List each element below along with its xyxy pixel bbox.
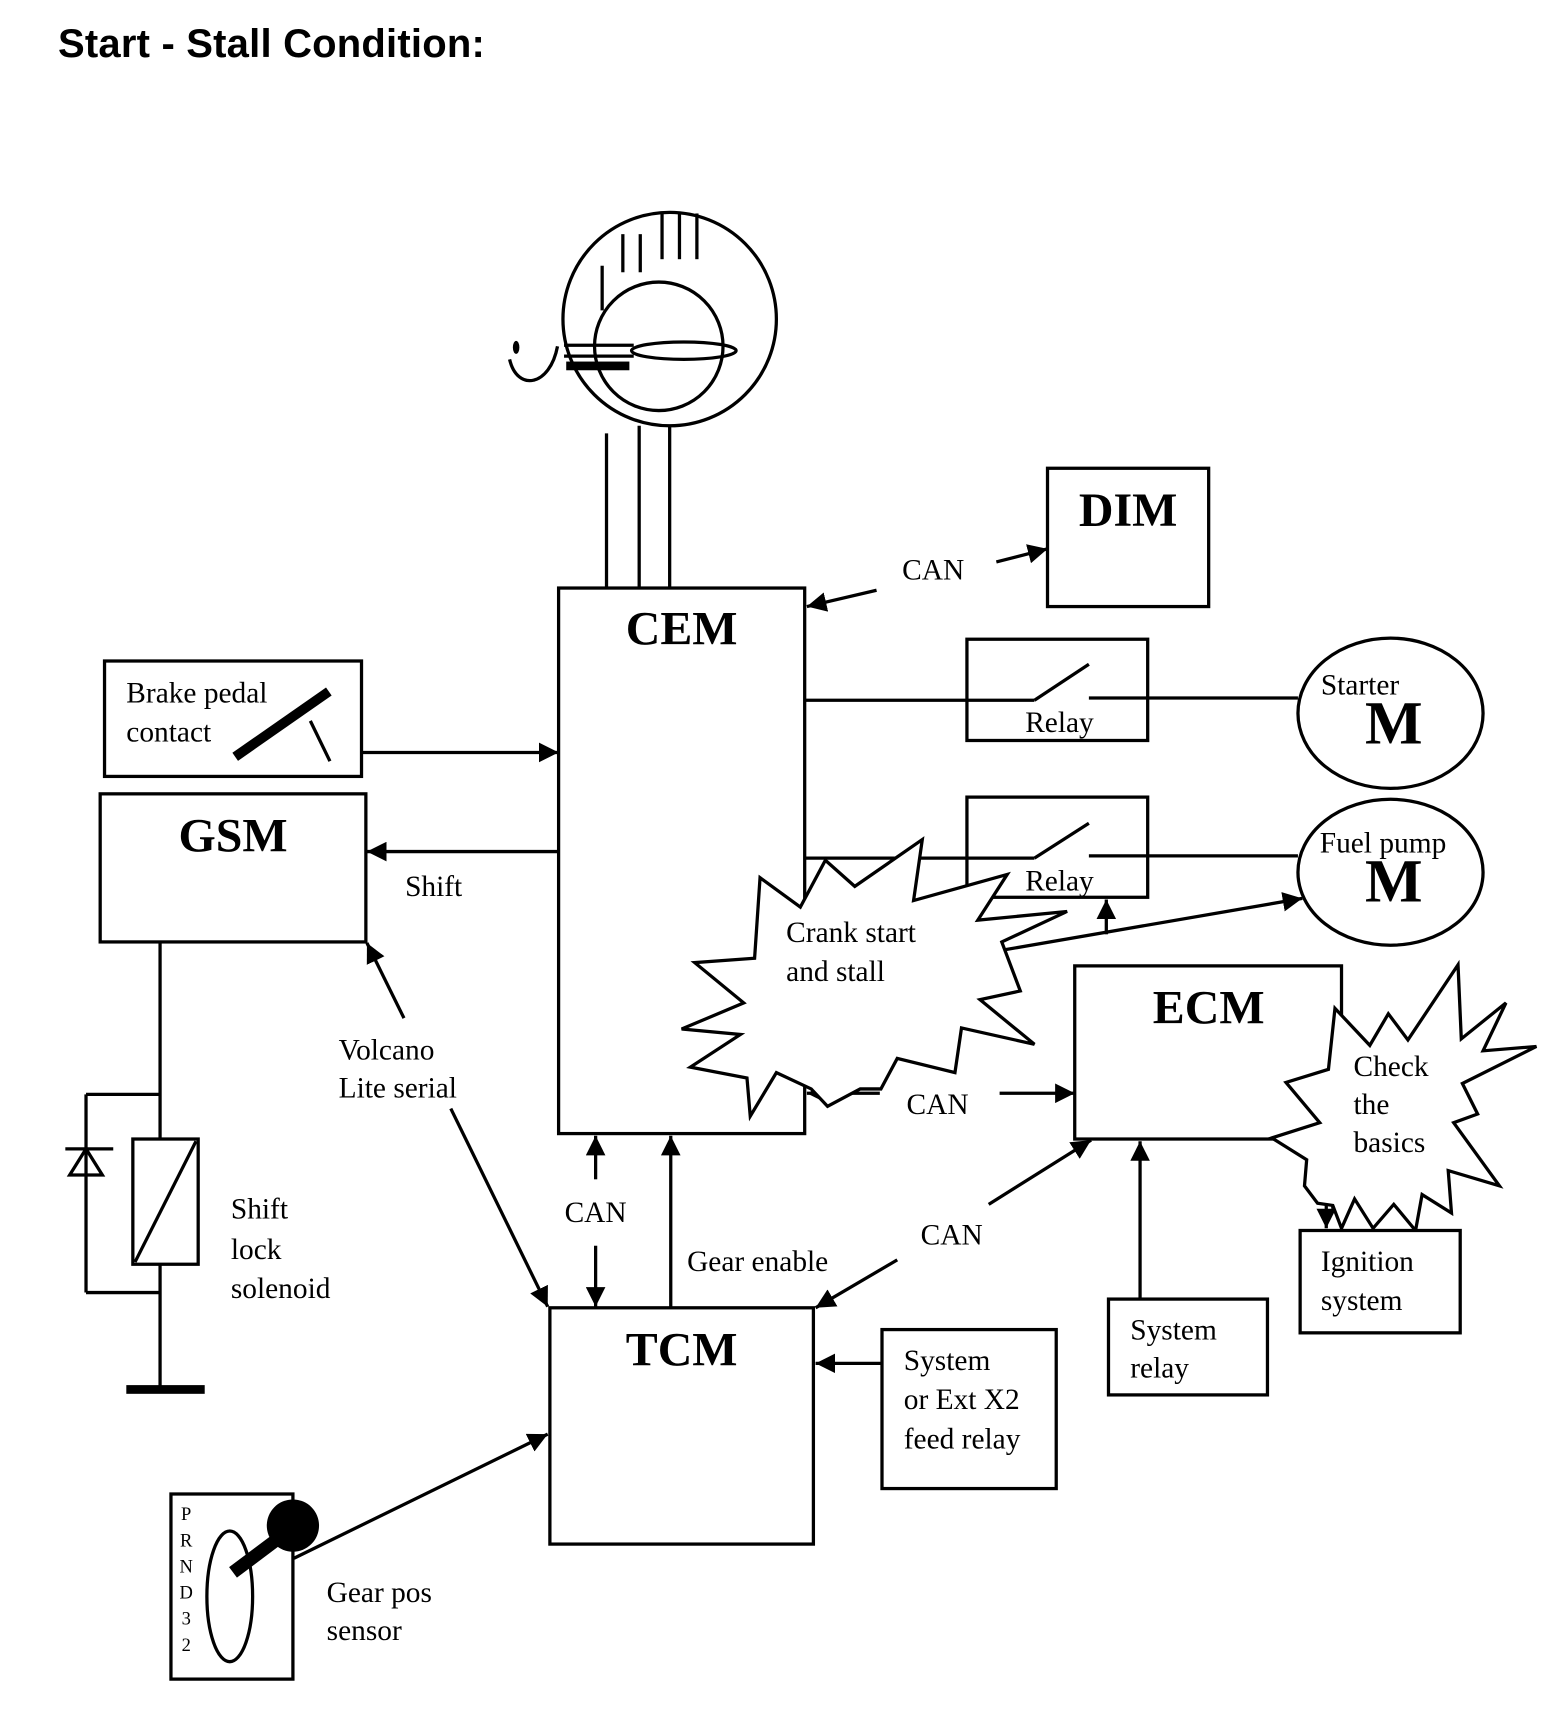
can-label-dim: CAN: [902, 554, 964, 586]
gear-3: 3: [182, 1610, 191, 1630]
volcano-arrow-tcm: [449, 1107, 550, 1308]
shift-label: Shift: [405, 871, 462, 903]
ecm-module: ECM: [1073, 964, 1344, 1141]
shift-lock-label-3: solenoid: [231, 1273, 331, 1305]
gear-d: D: [180, 1584, 193, 1604]
gsm-module: GSM: [98, 792, 368, 944]
motor-symbol: M: [1365, 691, 1423, 758]
crank-start-label-1: Crank start: [786, 917, 916, 949]
gear-n: N: [180, 1557, 193, 1577]
ecm-label: ECM: [1153, 982, 1265, 1035]
brake-pedal-label-1: Brake pedal: [126, 677, 267, 709]
system-relay-label-1: System: [1130, 1314, 1217, 1346]
volcano-label-2: Lite serial: [339, 1073, 457, 1105]
gear-r: R: [180, 1531, 193, 1551]
shift-lock-label-2: lock: [231, 1234, 282, 1266]
brake-pedal-contact: Brake pedal contact: [102, 659, 364, 779]
check-basics-callout: Check the basics: [1267, 959, 1538, 1235]
can-arrow-ecm-diag: [987, 1138, 1092, 1206]
ext-x2-label-2: or Ext X2: [904, 1384, 1020, 1416]
fuel-pump-label: Fuel pump: [1320, 828, 1447, 860]
crank-start-callout: Crank start and stall: [681, 836, 1068, 1122]
shift-lock-solenoid-circuit: Shift lock solenoid: [65, 941, 331, 1394]
can-label-tcm: CAN: [565, 1197, 627, 1229]
ground-icon: [126, 1385, 205, 1394]
tcm-module: TCM: [548, 1306, 816, 1546]
volcano-arrow-gsm: [365, 942, 406, 1019]
starter-relay: Relay: [804, 637, 1298, 743]
gear-enable-label: Gear enable: [687, 1246, 828, 1278]
gear-p: P: [181, 1505, 191, 1525]
starter-label: Starter: [1321, 670, 1400, 702]
dim-module: DIM: [1045, 466, 1211, 609]
fuel-pump-arrow: [999, 892, 1303, 953]
gsm-label: GSM: [178, 810, 287, 863]
gear-2: 2: [182, 1636, 191, 1656]
check-basics-label-1: Check: [1353, 1051, 1428, 1083]
tcm-label: TCM: [626, 1324, 738, 1377]
crank-start-label-2: and stall: [786, 956, 885, 988]
gear-pos-label-2: sensor: [327, 1615, 402, 1647]
dim-label: DIM: [1079, 484, 1177, 537]
system-relay-label-2: relay: [1130, 1352, 1189, 1384]
can-arrow-cem: [806, 588, 877, 612]
cem-label: CEM: [626, 603, 738, 656]
shift-lock-label-1: Shift: [231, 1194, 288, 1226]
can-arrow-dim: [995, 544, 1048, 564]
check-basics-label-2: the: [1353, 1089, 1389, 1121]
brake-pedal-label-2: contact: [126, 717, 211, 749]
gear-pos-sensor: P R N D 3 2 Gear pos sensor: [169, 1492, 432, 1681]
gear-selector-lever-icon: [205, 1499, 320, 1664]
gear-pos-label-1: Gear pos: [327, 1577, 432, 1609]
diode-icon: [65, 1145, 114, 1177]
relay-label: Relay: [1025, 866, 1094, 898]
ignition-label-1: Ignition: [1321, 1246, 1414, 1278]
relay-label: Relay: [1025, 707, 1094, 739]
system-relay: System relay: [1106, 1297, 1270, 1397]
can-arrow-tcm-diag: [814, 1258, 899, 1310]
ignition-switch-key-icon: [508, 210, 779, 428]
can-label-ecm: CAN: [907, 1089, 969, 1121]
ext-x2-label-3: feed relay: [904, 1423, 1021, 1455]
gear-pos-arrow: [293, 1432, 549, 1560]
motor-symbol: M: [1365, 849, 1423, 916]
fuel-pump-motor: Fuel pump M: [1296, 797, 1485, 947]
system-ext-x2-relay: System or Ext X2 feed relay: [880, 1327, 1058, 1491]
ignition-label-2: system: [1321, 1285, 1403, 1317]
starter-motor: Starter M: [1296, 636, 1485, 791]
volcano-label-1: Volcano: [339, 1035, 435, 1067]
can-label-ecm-tcm: CAN: [921, 1220, 983, 1252]
check-basics-label-3: basics: [1353, 1127, 1425, 1159]
page-title: Start - Stall Condition:: [58, 22, 485, 66]
ext-x2-label-1: System: [904, 1345, 991, 1377]
ignition-system: Ignition system: [1298, 1228, 1462, 1335]
